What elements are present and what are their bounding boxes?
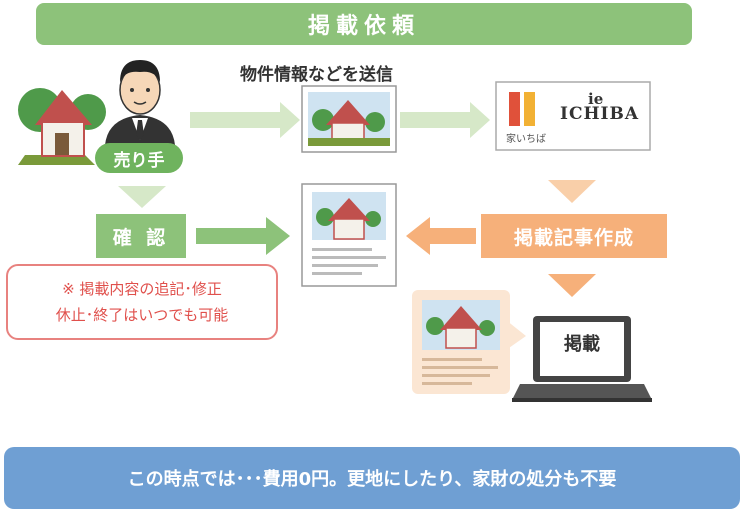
publish-label: 掲載 <box>564 334 600 355</box>
title-text: 掲載依頼 <box>307 14 420 39</box>
confirm-box: 確 認 <box>96 214 186 258</box>
property-photo-card <box>301 85 397 153</box>
arrow-ieichiba-down <box>548 180 596 203</box>
bottom-text: この時点では･･･費用0円。更地にしたり、家財の処分も不要 <box>127 469 617 490</box>
published-article-card <box>412 290 526 394</box>
note-line-1: ※ 掲載内容の追記･修正 <box>62 280 222 298</box>
arrow-to-ieichiba <box>400 102 490 138</box>
create-article-box: 掲載記事作成 <box>481 214 667 258</box>
laptop-icon <box>512 316 652 402</box>
note-box: ※ 掲載内容の追記･修正 休止･終了はいつでも可能 <box>6 264 278 340</box>
article-card-center <box>301 183 397 287</box>
send-label: 物件情報などを送信 <box>240 65 393 85</box>
seller-house-icon <box>18 88 106 165</box>
ieichiba-logo-card <box>495 81 651 151</box>
confirm-label: 確 認 <box>112 226 170 249</box>
title-banner: 掲載依頼 <box>36 3 692 45</box>
logo-sub: 家いちば <box>506 134 546 145</box>
note-line-2: 休止･終了はいつでも可能 <box>55 306 229 324</box>
arrow-create-down <box>548 274 596 297</box>
create-label: 掲載記事作成 <box>513 226 634 249</box>
arrow-to-photo <box>190 102 300 138</box>
seller-person-icon <box>105 60 175 145</box>
arrow-confirm-right <box>196 217 290 255</box>
arrow-seller-down <box>118 186 166 208</box>
arrow-create-left <box>406 217 476 255</box>
bottom-banner: この時点では･･･費用0円。更地にしたり、家財の処分も不要 <box>4 447 740 509</box>
logo-name: ICHIBA <box>560 104 640 124</box>
logo-mark: ie <box>588 90 604 108</box>
seller-label: 売り手 <box>95 143 183 173</box>
